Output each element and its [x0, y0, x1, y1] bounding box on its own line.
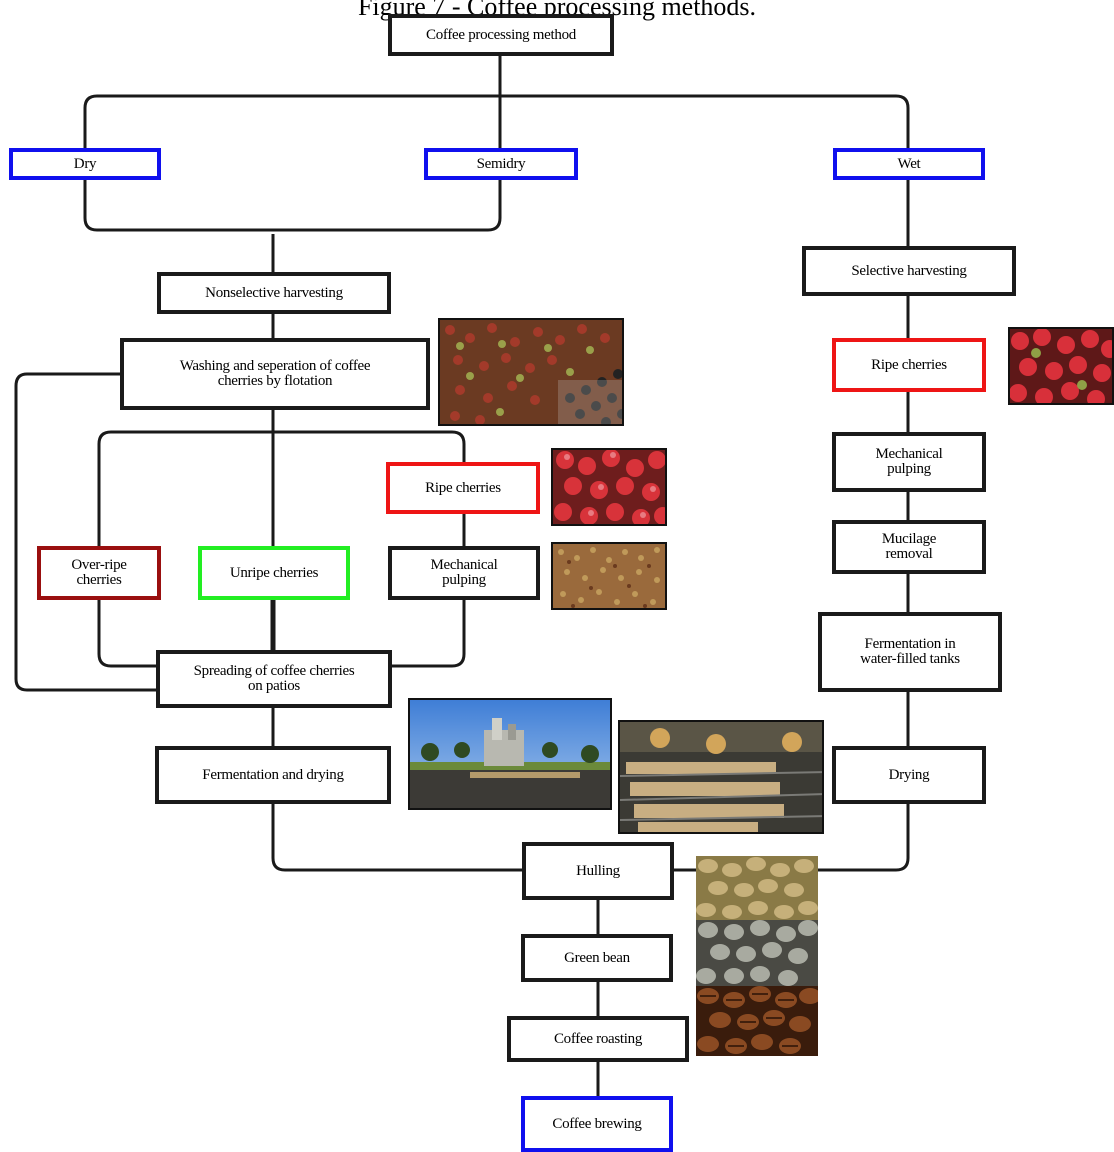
drying-node: Drying	[832, 746, 986, 804]
green-beans-photo	[696, 856, 818, 920]
root-node: Coffee processing method	[388, 14, 614, 56]
semidry-node: Semidry	[424, 148, 578, 180]
spreading-patios-node: Spreading of coffee cherries on patios	[156, 650, 392, 708]
green-bean-node: Green bean	[521, 934, 673, 982]
dry-node: Dry	[9, 148, 161, 180]
overripe-cherries-node: Over-ripe cherries	[37, 546, 161, 600]
hulling-node: Hulling	[522, 842, 674, 900]
ripe-cherries-right-node: Ripe cherries	[832, 338, 986, 392]
unripe-cherries-node: Unripe cherries	[198, 546, 350, 600]
nonselective-harvesting-node: Nonselective harvesting	[157, 272, 391, 314]
drying-patio-photo	[618, 720, 824, 834]
ripe-cherries-photo-left	[551, 448, 667, 526]
wet-node: Wet	[833, 148, 985, 180]
selective-harvesting-node: Selective harvesting	[802, 246, 1016, 296]
mucilage-removal-node: Mucilage removal	[832, 520, 986, 574]
coffee-roasting-node: Coffee roasting	[507, 1016, 689, 1062]
washing-flotation-node: Washing and seperation of coffee cherrie…	[120, 338, 430, 410]
mechanical-pulping-left-node: Mechanical pulping	[388, 546, 540, 600]
floating-cherries-photo	[438, 318, 624, 426]
fermentation-tanks-node: Fermentation in water-filled tanks	[818, 612, 1002, 692]
gray-beans-photo	[696, 920, 818, 986]
drying-machinery-photo	[408, 698, 612, 810]
coffee-brewing-node: Coffee brewing	[521, 1096, 673, 1152]
ripe-cherries-photo-right	[1008, 327, 1114, 405]
ripe-cherries-left-node: Ripe cherries	[386, 462, 540, 514]
roasted-beans-photo	[696, 986, 818, 1056]
fermentation-drying-node: Fermentation and drying	[155, 746, 391, 804]
mechanical-pulping-right-node: Mechanical pulping	[832, 432, 986, 492]
pulped-coffee-photo	[551, 542, 667, 610]
